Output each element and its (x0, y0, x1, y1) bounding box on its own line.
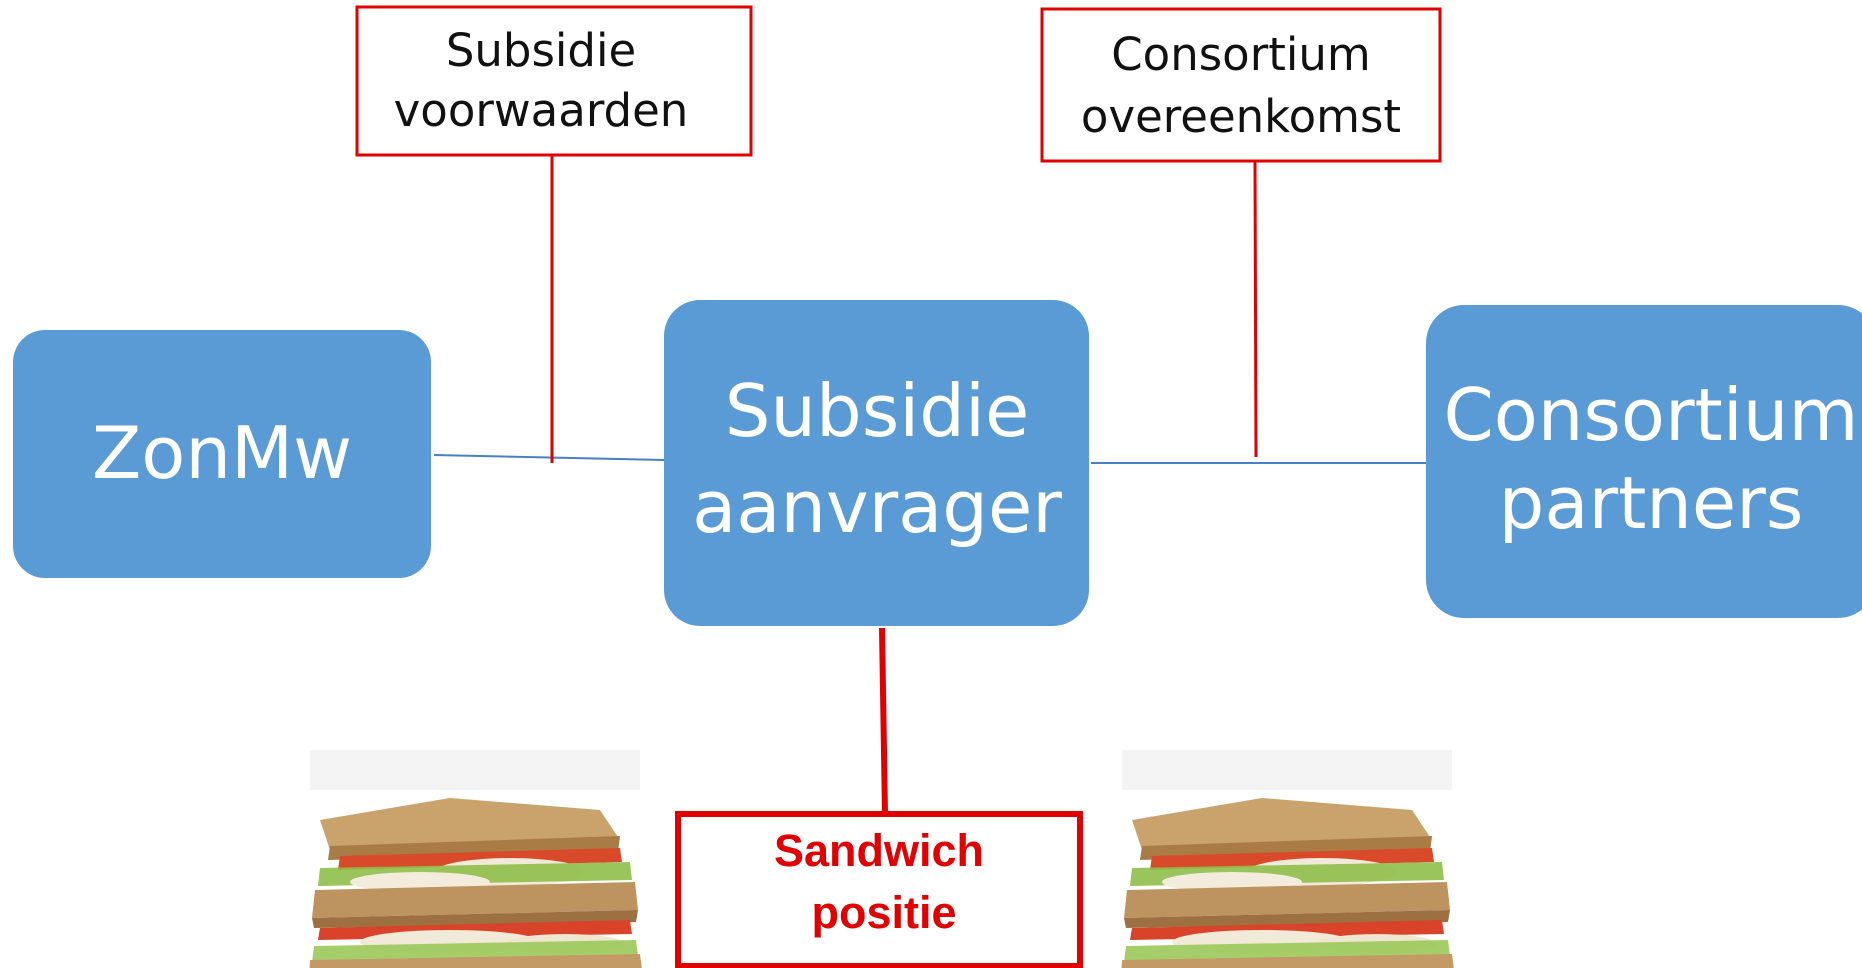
annotation-overeenkomst-line1: Consortium (1111, 28, 1370, 81)
annotation-sandwich-positie: Sandwich positie (675, 811, 1083, 968)
annotation-stem-sandwich (879, 627, 888, 815)
node-aanvrager-line2: aanvrager (692, 465, 1062, 549)
annotation-sandwich-line1: Sandwich (774, 825, 984, 876)
annotation-overeenkomst-line2: overeenkomst (1081, 90, 1401, 143)
node-zonmw-label: ZonMw (92, 411, 352, 495)
annotation-subsidie-voorwaarden: Subsidie voorwaarden (355, 5, 753, 157)
annotation-stem-overeenkomst (1253, 161, 1258, 458)
annotation-voorwaarden-line2: voorwaarden (394, 84, 689, 137)
connector-zonmw-aanvrager (433, 454, 665, 461)
annotation-sandwich-line2: positie (811, 887, 956, 938)
node-partners-line1: Consortium (1443, 373, 1858, 457)
node-aanvrager-line1: Subsidie (725, 369, 1030, 453)
node-consortium-partners: Consortium partners (1426, 305, 1862, 618)
node-subsidie-aanvrager: Subsidie aanvrager (664, 300, 1089, 626)
sandwich-icon (1120, 750, 1456, 968)
node-zonmw: ZonMw (13, 330, 431, 578)
annotation-consortium-overeenkomst: Consortium overeenkomst (1040, 7, 1442, 163)
node-partners-line2: partners (1499, 461, 1804, 545)
sandwich-icon (308, 750, 644, 968)
annotation-voorwaarden-line1: Subsidie (446, 24, 636, 77)
